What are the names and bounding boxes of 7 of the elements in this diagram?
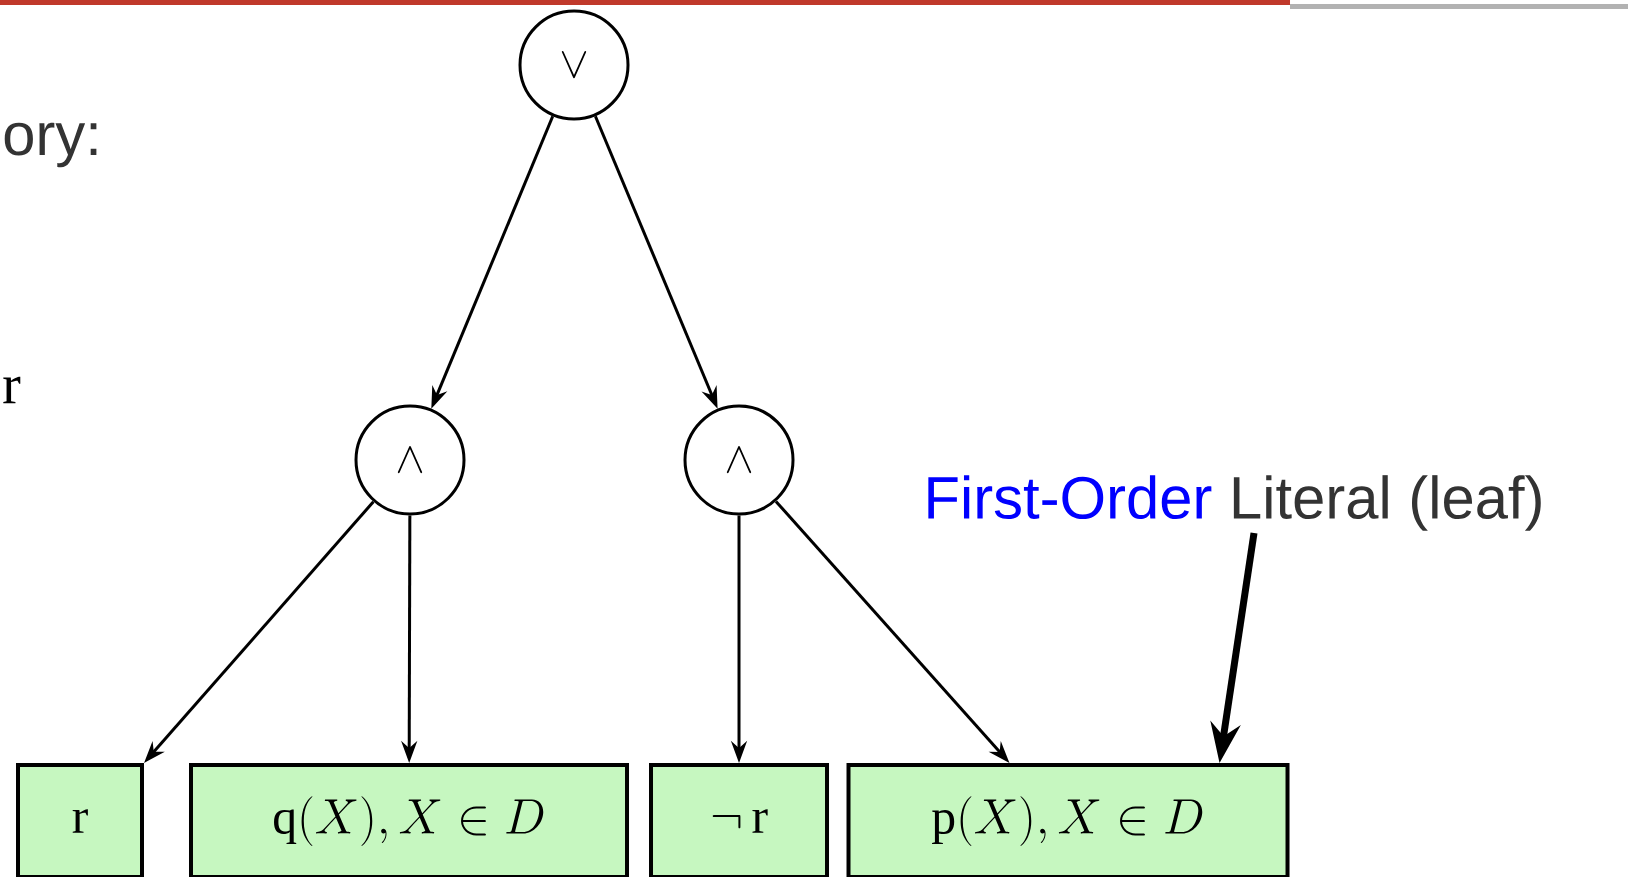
literal-box: $\neg\,\mathrm{r}$ [649,763,829,877]
text-fragment: r [3,376,21,404]
literal-box: $\mathrm{q}(X), X \in D$ [189,763,629,877]
annotation-text: First-Order Literal (leaf) [928,475,1541,531]
text-fragment: ory: [4,122,97,168]
literal-box: $\mathrm{p}(X), X \in D$ [846,763,1290,877]
literal-box: $\mathrm{r}$ [16,763,144,877]
